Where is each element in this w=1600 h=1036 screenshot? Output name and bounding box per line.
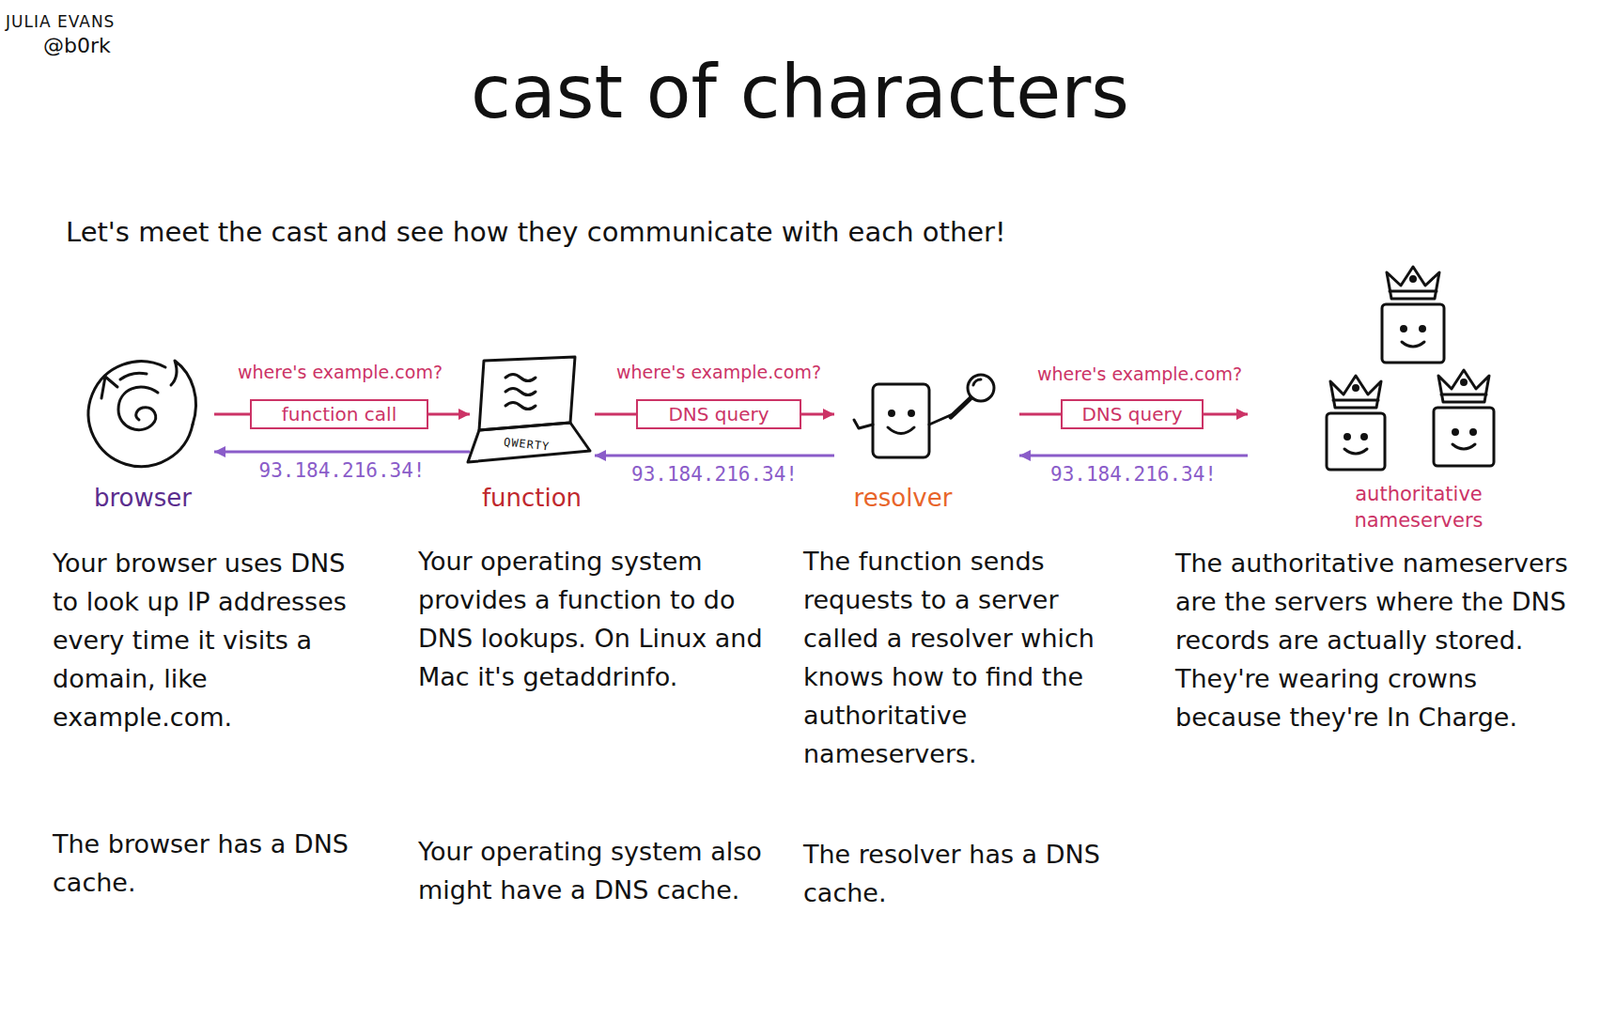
drawing-circle bbox=[889, 411, 895, 417]
drawing-line bbox=[1441, 393, 1487, 397]
laptop-icon bbox=[467, 357, 591, 463]
message-box: DNS query bbox=[636, 399, 802, 430]
drawing-path bbox=[101, 376, 118, 399]
author-credit: JULIA EVANS bbox=[5, 11, 115, 32]
connector-arrow bbox=[214, 413, 250, 417]
drawing-rect bbox=[1382, 304, 1445, 363]
character-name: function bbox=[481, 482, 582, 514]
drawing-path bbox=[854, 419, 873, 429]
drawing-path bbox=[505, 403, 536, 410]
text-label: The function sends requests to a server … bbox=[803, 542, 1142, 774]
box-text: DNS query bbox=[1081, 403, 1182, 426]
drawing-circle bbox=[1362, 434, 1367, 440]
subtitle: Let's meet the cast and see how they com… bbox=[65, 214, 1007, 250]
character-name: browser bbox=[93, 482, 192, 514]
text-label: The authoritative nameservers are the se… bbox=[1175, 543, 1570, 737]
drawing-path bbox=[120, 372, 147, 380]
drawing-path bbox=[505, 388, 536, 396]
drawing-circle bbox=[1461, 380, 1467, 386]
drawing-circle bbox=[1453, 430, 1459, 435]
drawing-circle bbox=[1471, 430, 1476, 435]
text-label: QWERTY bbox=[503, 434, 552, 454]
browser-icon bbox=[88, 360, 196, 467]
drawing-line bbox=[1333, 399, 1379, 403]
drawing-polygon bbox=[467, 422, 591, 463]
edge-label: 93.184.216.34! bbox=[1050, 463, 1217, 486]
drawing-circle bbox=[909, 411, 915, 417]
drawing-rect bbox=[1433, 407, 1494, 467]
drawing-polygon bbox=[1330, 375, 1382, 408]
drawing-path bbox=[887, 427, 915, 435]
drawing-circle bbox=[1345, 434, 1351, 440]
drawing-path bbox=[118, 387, 158, 431]
drawing-rect bbox=[1326, 413, 1385, 470]
resolver-icon bbox=[854, 374, 995, 458]
text-label: The browser has a DNS cache. bbox=[52, 824, 377, 902]
character: browser bbox=[75, 355, 215, 518]
drawing-polygon bbox=[1386, 266, 1440, 299]
text-label: Your operating system provides a functio… bbox=[418, 542, 766, 697]
message-box: DNS query bbox=[1060, 399, 1204, 430]
character: authoritative nameservers bbox=[1247, 263, 1549, 538]
edge-label: 93.184.216.34! bbox=[258, 459, 425, 482]
drawing-path bbox=[505, 374, 536, 382]
drawing-polygon bbox=[479, 357, 575, 431]
drawing-path bbox=[170, 360, 197, 425]
connector-arrow bbox=[801, 413, 835, 417]
drawing-circle bbox=[1401, 326, 1407, 332]
connector-arrow bbox=[1019, 454, 1248, 458]
nameserver-icons bbox=[1326, 266, 1494, 470]
text-label: The resolver has a DNS cache. bbox=[803, 835, 1142, 913]
drawing-path bbox=[1452, 444, 1476, 450]
drawing-path bbox=[1401, 341, 1425, 347]
drawing-circle bbox=[1411, 277, 1416, 282]
connector-arrow bbox=[1019, 413, 1061, 417]
text-label: where's example.com? bbox=[237, 360, 443, 385]
drawing-rect bbox=[872, 384, 930, 458]
drawing-path bbox=[1344, 449, 1367, 454]
connector-arrow bbox=[594, 413, 637, 417]
box-text: DNS query bbox=[667, 403, 769, 426]
connector-arrow bbox=[594, 454, 835, 458]
text-label: Your operating system also might have a … bbox=[418, 832, 766, 910]
character-name: resolver bbox=[854, 482, 953, 514]
drawing-polygon bbox=[1438, 370, 1490, 403]
character-name: authoritative nameservers bbox=[1320, 481, 1518, 534]
drawing-circle bbox=[967, 374, 995, 402]
character: function bbox=[469, 355, 595, 518]
character: resolver bbox=[834, 355, 1020, 518]
text-label: where's example.com? bbox=[1037, 362, 1243, 387]
drawing-circle bbox=[1353, 386, 1359, 391]
connector-arrow bbox=[214, 450, 470, 454]
connector-arrow bbox=[428, 413, 470, 417]
drawing-line bbox=[1389, 290, 1437, 294]
drawing-path bbox=[950, 398, 971, 418]
title: cast of characters bbox=[0, 46, 1600, 138]
connector-arrow bbox=[1203, 413, 1248, 417]
message-box: function call bbox=[249, 399, 429, 430]
drawing-path bbox=[973, 379, 981, 386]
drawing-circle bbox=[1420, 326, 1426, 332]
author-credit: @b0rk bbox=[43, 31, 111, 60]
text-label: where's example.com? bbox=[616, 360, 822, 385]
box-text: function call bbox=[281, 403, 397, 426]
text-label: Your browser uses DNS to look up IP addr… bbox=[52, 543, 377, 737]
edge-label: 93.184.216.34! bbox=[631, 463, 798, 486]
